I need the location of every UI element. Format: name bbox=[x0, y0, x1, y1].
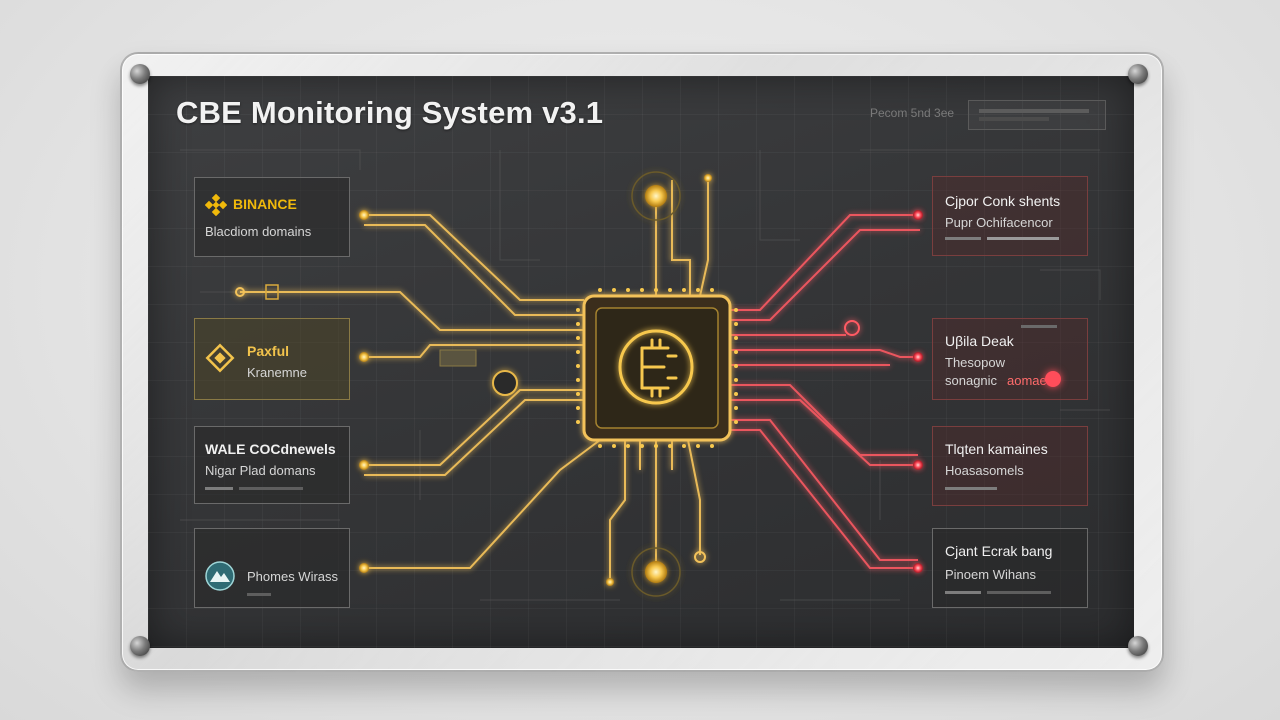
background-traces bbox=[180, 149, 1110, 601]
right-card-3[interactable]: Tlqten kamaines Hoasasomels bbox=[932, 426, 1088, 506]
left-card-title: Paxful bbox=[247, 343, 290, 359]
left-card-subtitle: Nigar Plad domans bbox=[205, 463, 316, 478]
left-card-phomes[interactable]: Phomes Wirass bbox=[194, 528, 350, 608]
red-traces bbox=[730, 214, 920, 569]
right-card-detail: sonagnic bbox=[945, 373, 998, 388]
right-card-alert-text: aomaet bbox=[1007, 373, 1051, 388]
right-card-title: Uβila Deak bbox=[945, 333, 1014, 349]
left-card-title: WALE COCdnewels bbox=[205, 441, 336, 457]
alert-indicator-icon bbox=[1045, 371, 1061, 387]
meta-bar bbox=[945, 591, 981, 594]
left-card-title: BINANCE bbox=[233, 196, 297, 212]
gold-nodes bbox=[492, 171, 712, 597]
header-bar-secondary bbox=[979, 117, 1049, 121]
meta-bar bbox=[205, 487, 233, 490]
corner-screw-icon bbox=[1128, 636, 1148, 656]
meta-bar bbox=[945, 487, 997, 490]
right-card-4[interactable]: Cjant Ecrak bang Pinoem Wihans bbox=[932, 528, 1088, 608]
right-card-1[interactable]: Cjpor Conk shents Pupr Ochifacencor bbox=[932, 176, 1088, 256]
left-connector-dots bbox=[235, 210, 369, 573]
corner-screw-icon bbox=[130, 64, 150, 84]
small-component bbox=[265, 284, 279, 300]
gold-traces bbox=[240, 180, 709, 580]
meta-bar bbox=[1021, 325, 1057, 328]
page-title: CBE Monitoring System v3.1 bbox=[176, 95, 604, 130]
right-card-2[interactable]: Uβila Deak Thesopow sonagnic aomaet bbox=[932, 318, 1088, 400]
meta-bar bbox=[239, 487, 303, 490]
binance-logo-icon bbox=[205, 194, 227, 216]
meta-bar bbox=[987, 591, 1051, 594]
right-card-title: Tlqten kamaines bbox=[945, 441, 1048, 457]
left-card-paxful[interactable]: Paxful Kranemne bbox=[194, 318, 350, 400]
left-card-wale[interactable]: WALE COCdnewels Nigar Plad domans bbox=[194, 426, 350, 504]
corner-screw-icon bbox=[1128, 64, 1148, 84]
meta-bar bbox=[247, 593, 271, 596]
processor-chip-icon bbox=[576, 288, 738, 448]
right-card-subtitle: Thesopow bbox=[945, 355, 1005, 370]
header-bar bbox=[979, 109, 1089, 113]
right-connector-dots bbox=[844, 210, 923, 573]
right-card-title: Cjant Ecrak bang bbox=[945, 543, 1053, 559]
meta-bar bbox=[987, 237, 1059, 240]
right-card-subtitle: Pinoem Wihans bbox=[945, 567, 1037, 582]
left-card-subtitle: Blacdiom domains bbox=[205, 224, 312, 239]
corner-screw-icon bbox=[130, 636, 150, 656]
right-card-subtitle: Hoasasomels bbox=[945, 463, 1024, 478]
left-card-binance[interactable]: BINANCE Blacdiom domains bbox=[194, 177, 350, 257]
meta-bar bbox=[945, 237, 981, 240]
left-card-subtitle: Kranemne bbox=[247, 365, 307, 380]
mountain-logo-icon bbox=[205, 561, 235, 591]
left-card-subtitle: Phomes Wirass bbox=[247, 569, 339, 584]
resistor-component bbox=[439, 349, 477, 367]
header-status-box bbox=[968, 100, 1106, 130]
right-card-title: Cjpor Conk shents bbox=[945, 193, 1061, 209]
right-card-subtitle: Pupr Ochifacencor bbox=[945, 215, 1053, 230]
header-status-text: Pecom 5nd 3ee bbox=[870, 106, 955, 120]
paxful-logo-icon bbox=[205, 343, 235, 373]
